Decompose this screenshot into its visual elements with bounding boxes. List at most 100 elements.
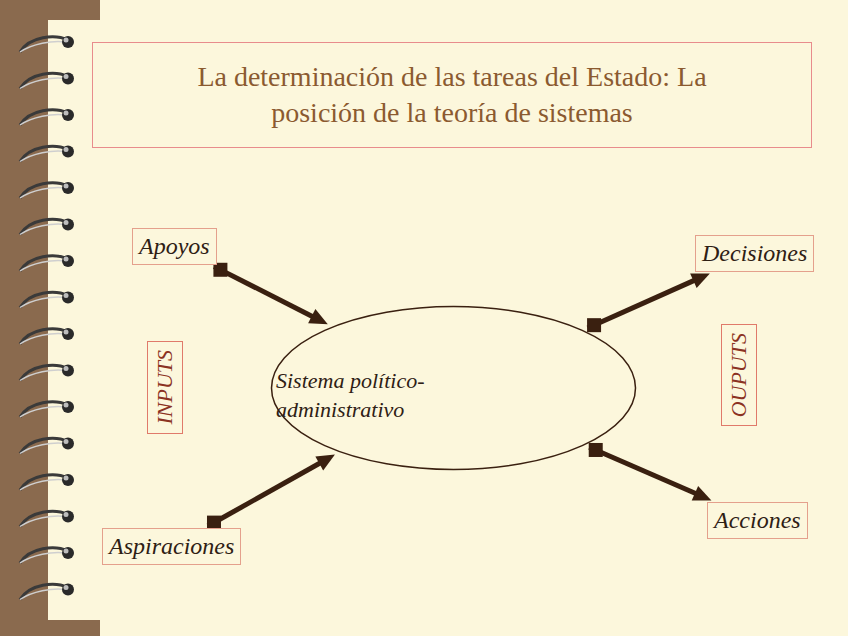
ring-hole — [62, 328, 74, 340]
ring-hole — [62, 438, 74, 450]
ring — [20, 146, 68, 161]
ring-hole — [62, 365, 74, 377]
node-text: OUPUTS — [727, 333, 751, 417]
ring — [20, 548, 68, 563]
vertical-label-box: INPUTS — [147, 341, 183, 434]
connector-line — [214, 267, 315, 318]
ring-hole — [62, 511, 74, 523]
system-ellipse: Sistema político-administrativo — [270, 305, 637, 471]
ring-hole — [62, 474, 74, 486]
arrowhead — [690, 273, 710, 288]
ring-hole — [62, 182, 74, 194]
node-text: Sistema político-administrativo — [276, 367, 476, 424]
ring — [20, 475, 68, 490]
node-text: INPUTS — [153, 350, 177, 425]
connector-tail — [587, 318, 601, 332]
ring — [20, 292, 68, 307]
ring-highlight — [64, 549, 69, 554]
ring-shine — [20, 41, 66, 52]
connector-arrow — [587, 273, 710, 332]
ring-hole — [62, 219, 74, 231]
ring-highlight — [64, 330, 69, 335]
connector-tail — [213, 263, 227, 277]
ring-highlight — [64, 476, 69, 481]
io-box: Aspiraciones — [102, 528, 241, 565]
ring — [20, 365, 68, 380]
ring-shine — [20, 151, 66, 162]
io-box: Acciones — [707, 502, 808, 539]
io-box: Decisiones — [695, 235, 814, 272]
ring-shine — [20, 224, 66, 235]
ring-shine — [20, 516, 66, 527]
connector-line — [589, 447, 698, 495]
paper — [100, 0, 848, 636]
ring-shine — [20, 370, 66, 381]
ellipse-shape — [272, 307, 636, 470]
ring-hole — [62, 255, 74, 267]
ring-highlight — [64, 585, 69, 590]
ring-hole — [62, 547, 74, 559]
connector-arrow — [207, 455, 335, 530]
node-text: Aspiraciones — [109, 532, 234, 561]
ring-shine — [20, 406, 66, 417]
ring-hole — [62, 36, 74, 48]
ring — [20, 183, 68, 198]
node-text: Apoyos — [139, 232, 210, 261]
ring — [20, 110, 68, 125]
ring-shine — [20, 187, 66, 198]
ring-hole — [62, 109, 74, 121]
ring — [20, 402, 68, 417]
connector-line — [588, 279, 697, 328]
ring-highlight — [64, 257, 69, 262]
ring — [20, 329, 68, 344]
ring-highlight — [64, 439, 69, 444]
node-text: Acciones — [714, 506, 801, 535]
ring-shine — [20, 114, 66, 125]
ring-highlight — [64, 220, 69, 225]
ring-hole — [62, 292, 74, 304]
ring-shine — [20, 552, 66, 563]
ring — [20, 73, 68, 88]
ring-hole — [62, 584, 74, 596]
ring — [20, 37, 68, 52]
ring-shine — [20, 297, 66, 308]
ring — [20, 219, 68, 234]
title-text: La determinación de las tareas del Estad… — [152, 59, 752, 132]
ring-highlight — [64, 38, 69, 43]
vertical-label-box: OUPUTS — [721, 324, 757, 426]
ring — [20, 511, 68, 526]
ring — [20, 256, 68, 271]
ring-hole — [62, 401, 74, 413]
arrowhead — [692, 486, 712, 501]
connector-arrow — [589, 443, 712, 501]
ring-highlight — [64, 147, 69, 152]
ring-highlight — [64, 403, 69, 408]
ring-highlight — [64, 366, 69, 371]
arrowhead — [308, 309, 328, 324]
ring-hole — [62, 73, 74, 85]
node-text: Decisiones — [702, 239, 807, 268]
ring-highlight — [64, 512, 69, 517]
title-box: La determinación de las tareas del Estad… — [92, 42, 812, 148]
connector-tail — [589, 443, 603, 457]
ring-highlight — [64, 111, 69, 116]
ring-highlight — [64, 74, 69, 79]
ring-shine — [20, 479, 66, 490]
ring-hole — [62, 146, 74, 158]
ring — [20, 438, 68, 453]
ring-shine — [20, 333, 66, 344]
ring-shine — [20, 443, 66, 454]
ring-shine — [20, 260, 66, 271]
io-box: Apoyos — [132, 228, 217, 265]
ring — [20, 584, 68, 599]
arrowhead — [315, 455, 335, 471]
ring-shine — [20, 589, 66, 600]
connector-arrow — [213, 263, 327, 324]
spiral-binding — [20, 36, 74, 600]
connector-line — [208, 461, 323, 526]
ring-shine — [20, 78, 66, 89]
ring-highlight — [64, 293, 69, 298]
ring-highlight — [64, 184, 69, 189]
